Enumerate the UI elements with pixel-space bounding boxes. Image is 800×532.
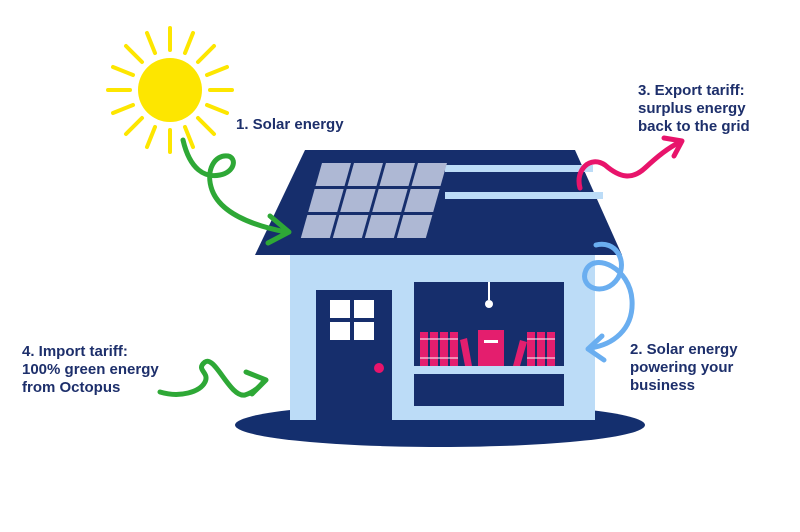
label-line: business xyxy=(630,377,696,394)
solar-panel-cell xyxy=(411,163,447,186)
solar-panel-icon xyxy=(300,163,447,238)
lamp-icon xyxy=(485,300,493,308)
arrow-icon xyxy=(576,135,685,191)
arrow-icon xyxy=(157,358,269,398)
label-line: 3. Export tariff: xyxy=(638,82,745,99)
sun-icon xyxy=(106,26,234,154)
label-line: 100% green energy xyxy=(22,361,159,378)
arrow-icon xyxy=(180,137,292,246)
solar-panel-cell xyxy=(332,215,369,238)
roof-stripe xyxy=(445,192,603,199)
shop-shelf xyxy=(414,366,564,374)
door-window-pane xyxy=(330,322,350,340)
solar-panel-cell xyxy=(364,215,401,238)
label-line: 1. Solar energy xyxy=(236,116,344,133)
solar-panel-cell xyxy=(300,215,337,238)
solar-panel-cell xyxy=(396,215,433,238)
door-knob xyxy=(374,363,384,373)
label-export-tariff: 3. Export tariff: surplus energy back to… xyxy=(638,82,750,136)
solar-panel-cell xyxy=(315,163,351,186)
label-solar-energy: 1. Solar energy xyxy=(236,116,344,134)
solar-panel-cell xyxy=(308,189,344,212)
door-window-pane xyxy=(330,300,350,318)
label-line: 2. Solar energy xyxy=(630,341,738,358)
label-line: back to the grid xyxy=(638,118,750,135)
label-line: from Octopus xyxy=(22,379,121,396)
arrow-icon xyxy=(582,241,635,363)
label-line: surplus energy xyxy=(638,100,746,117)
solar-panel-cell xyxy=(372,189,408,212)
door-window-pane xyxy=(354,300,374,318)
solar-panel-cell xyxy=(340,189,376,212)
solar-panel-cell xyxy=(347,163,383,186)
solar-panel-cell xyxy=(404,189,440,212)
label-line: 4. Import tariff: xyxy=(22,343,128,360)
roof-stripe xyxy=(445,165,593,172)
solar-panel-cell xyxy=(379,163,415,186)
label-import-tariff: 4. Import tariff: 100% green energy from… xyxy=(22,343,159,397)
label-solar-powering: 2. Solar energy powering your business xyxy=(630,341,738,395)
door-window-pane xyxy=(354,322,374,340)
books-icon xyxy=(420,330,555,366)
label-line: powering your xyxy=(630,359,734,376)
